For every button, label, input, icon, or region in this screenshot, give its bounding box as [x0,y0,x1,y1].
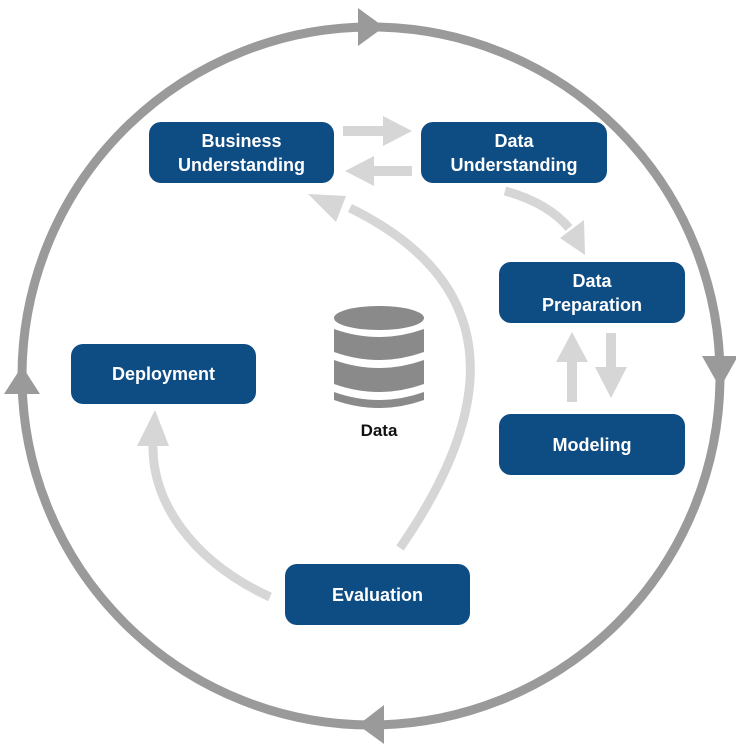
arrow-modeling-to-prep-shaft [567,360,577,402]
arrow-business-to-data-head [383,116,412,146]
ring-arrow-left [4,366,40,394]
data-understanding-node: Data Understanding [421,122,607,183]
arrow-dataund-to-prep-head [560,220,585,255]
evaluation-node: Evaluation [285,564,470,625]
deployment-label: Deployment [111,364,216,384]
ring-arrow-bottom [358,705,384,744]
arrow-eval-to-business-curve [348,203,475,551]
modeling-node: Modeling [499,414,685,475]
arrow-modeling-to-prep-head [556,332,588,362]
arrow-eval-to-deploy-curve [148,445,272,602]
database-icon [334,306,424,408]
arrow-prep-to-modeling-shaft [606,333,616,369]
business-understanding-line2: Understanding [177,154,305,175]
arrow-prep-to-modeling-head [595,367,627,398]
arrow-eval-to-deploy-head [137,410,169,446]
arrow-eval-to-business-head [308,194,346,222]
ring-arrow-right [702,356,736,388]
data-center-label: Data [360,421,398,440]
ring-arrow-top [358,8,384,46]
evaluation-label: Evaluation [331,584,424,605]
data-preparation-node: Data Preparation [499,262,685,323]
arrow-business-to-data-shaft [343,126,385,136]
data-preparation-line1: Data [572,270,612,291]
modeling-label: Modeling [552,434,632,455]
arrow-data-to-business-shaft [372,166,412,176]
business-understanding-node: Business Understanding [149,122,334,183]
deployment-node: Deployment [71,344,256,404]
arrow-data-to-business-head [345,156,374,186]
data-understanding-line1: Data [494,130,534,151]
business-understanding-line1: Business [201,130,282,151]
data-preparation-line2: Preparation [541,294,643,315]
data-understanding-line2: Understanding [450,154,578,175]
arrow-dataund-to-prep-curve [503,186,573,231]
